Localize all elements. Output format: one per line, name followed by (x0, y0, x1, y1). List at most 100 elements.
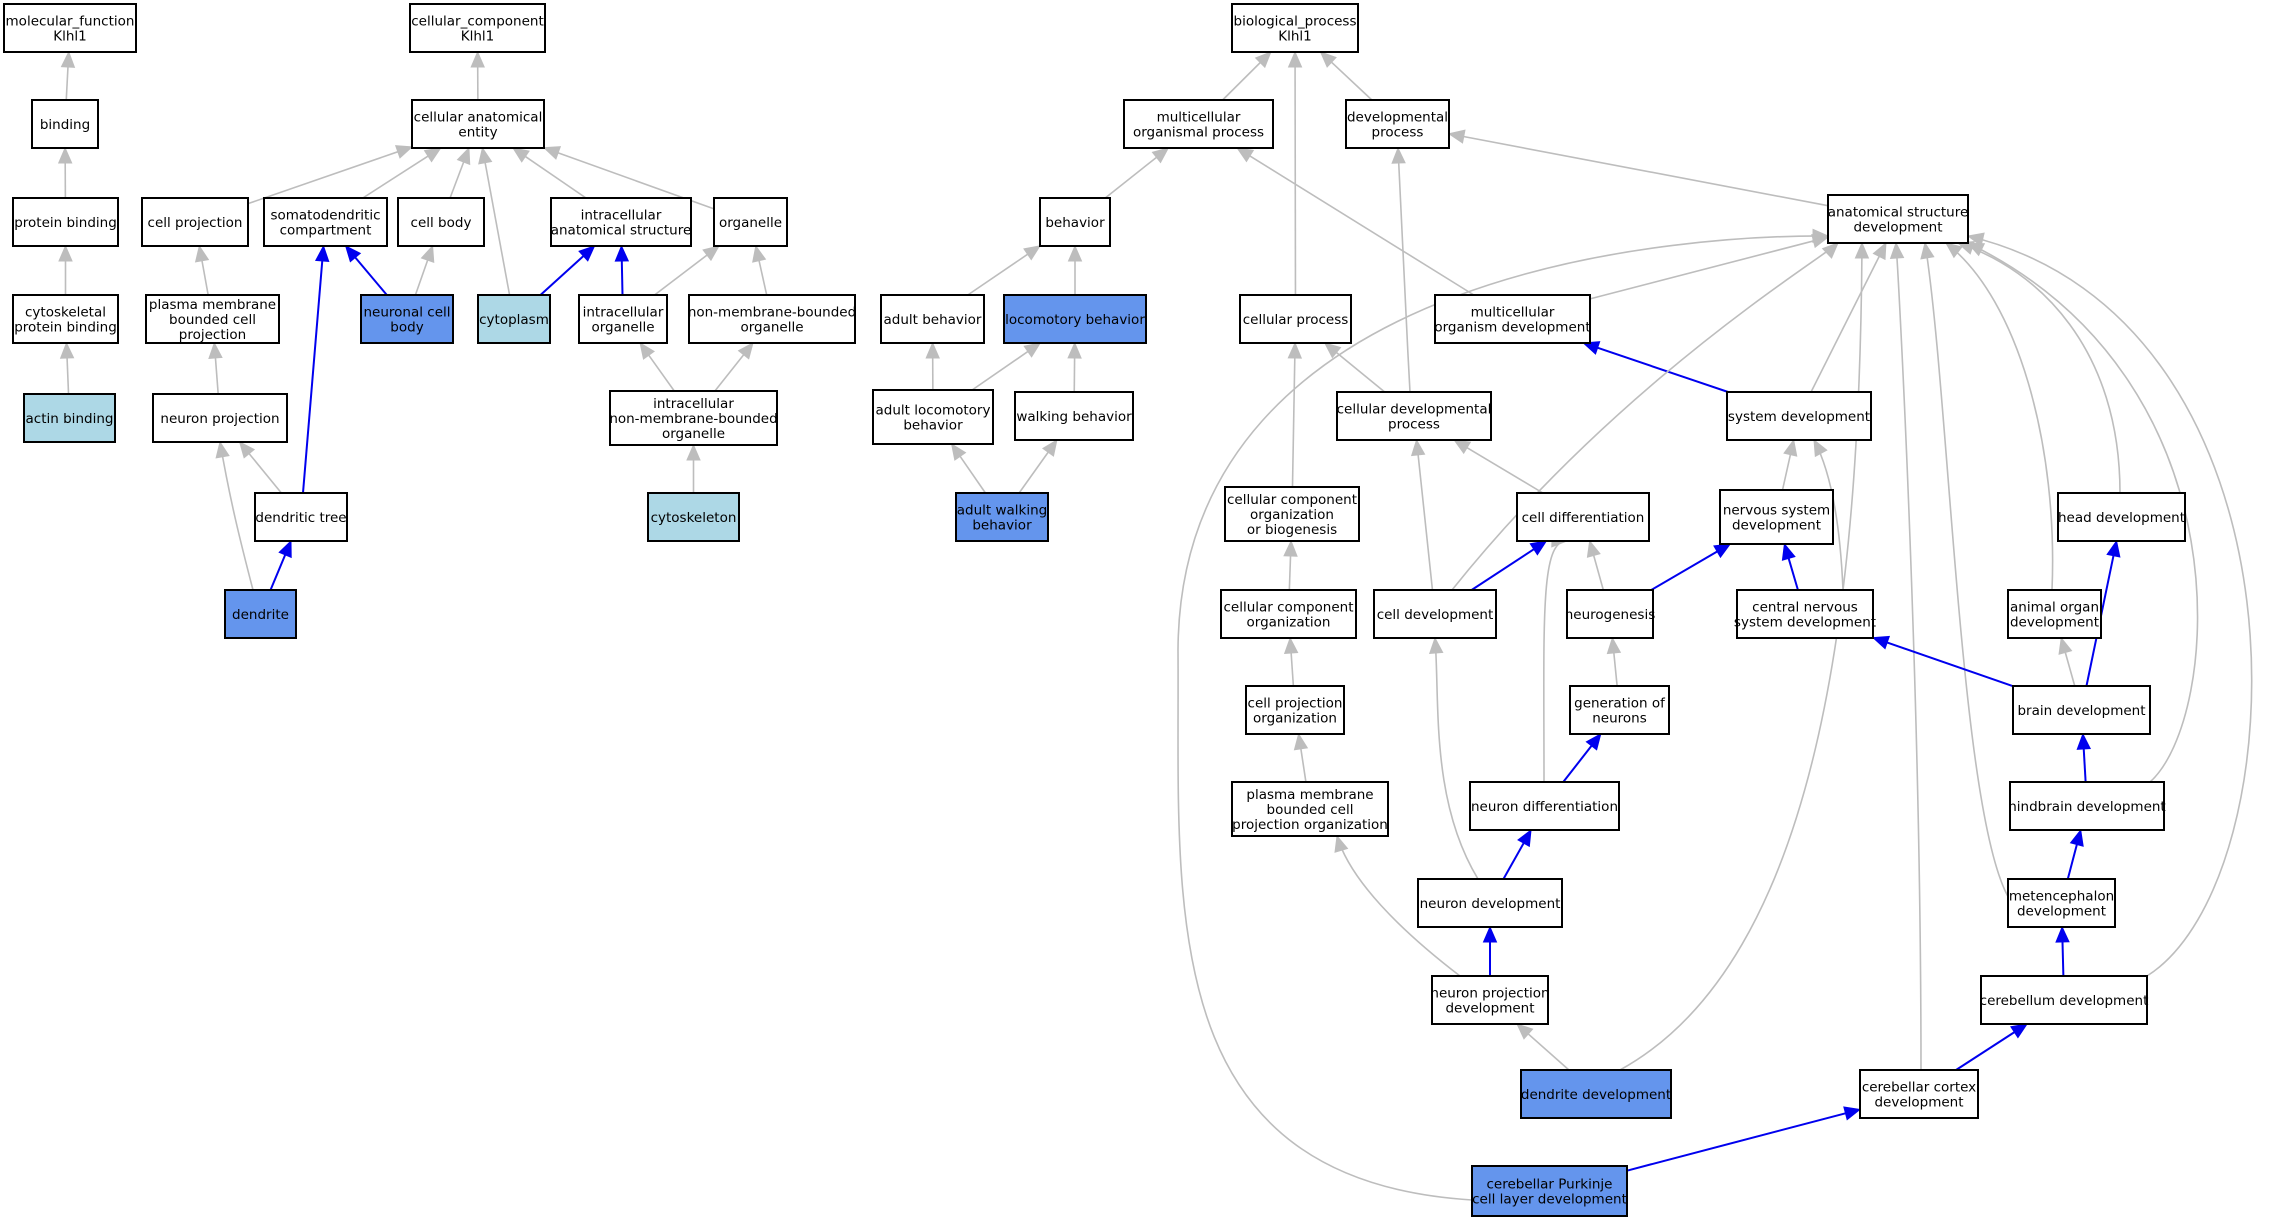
edge-arrowhead (394, 145, 414, 159)
edge-arrowhead (1067, 244, 1083, 262)
edge-arrowhead (1606, 636, 1622, 655)
node-label: process (1388, 417, 1440, 433)
edge-npd-to-neurdev (1482, 925, 1498, 976)
edge-line (1502, 841, 1526, 880)
edge-arrowhead (1966, 232, 1985, 247)
edge-neuronproj-to-pmbcp (208, 341, 223, 395)
node-label: organelle (719, 215, 782, 231)
node-label: cytoskeleton (651, 510, 737, 526)
node-label: molecular_function (6, 14, 135, 30)
node-box (1736, 589, 1874, 639)
node-box (1336, 391, 1492, 441)
go-term-node-cerebdev: cerebellum development (1980, 975, 2148, 1025)
node-label: organism development (1434, 320, 1590, 336)
node-box (1827, 194, 1969, 244)
edge-cellproj-to-cae (247, 145, 414, 205)
edge-arrowhead (1151, 147, 1170, 164)
go-term-node-behavior: behavior (1039, 197, 1111, 247)
node-box (550, 197, 692, 247)
edge-line (1288, 554, 1292, 591)
edge-neurdev-to-neurdiff (1502, 828, 1532, 880)
edge-line (654, 253, 709, 296)
node-label: cellular developmental (1337, 402, 1492, 418)
node-label: development (1732, 518, 1821, 534)
node-label: multicellular (1471, 305, 1555, 321)
edge-line (1955, 1030, 2016, 1071)
edge-line (1018, 450, 1050, 494)
node-box (1231, 3, 1359, 53)
edge-arrowhead (2058, 636, 2073, 655)
edge-line (1291, 356, 1296, 488)
edge-arrowhead (1843, 1106, 1862, 1121)
edge-arrowhead (1945, 242, 1963, 259)
go-term-node-walkbeh: walking behavior (1014, 391, 1134, 441)
edge-line (1787, 557, 1799, 591)
node-box (1434, 294, 1591, 344)
edge-line (1895, 242, 1922, 1071)
edge-mop-to-bp (1222, 51, 1272, 101)
edge-ias-to-cae (511, 147, 587, 199)
edge-arrowhead (1781, 542, 1796, 561)
edge-dendtree-to-somato (301, 244, 330, 494)
edge-arrowhead (1482, 925, 1498, 943)
edge-cpcld-to-ccd (1626, 1106, 1862, 1172)
edge-line (219, 441, 254, 591)
node-box (2007, 589, 2102, 639)
edge-cpcld-to-asd (1177, 228, 1830, 1201)
edge-line (1626, 1112, 1847, 1172)
edge-neurogen-to-nsd (1650, 543, 1732, 591)
node-box (360, 294, 454, 344)
go-term-node-actin: actin binding (23, 393, 116, 443)
node-label: cell projection (1248, 696, 1343, 712)
go-term-node-dendtree: dendritic tree (254, 492, 348, 542)
edge-arrowhead (1516, 1023, 1534, 1040)
node-label: organismal process (1133, 125, 1264, 141)
node-label: projection (179, 327, 246, 343)
edge-pmbcpo-to-cpo (1293, 732, 1309, 783)
node-box (1417, 878, 1563, 928)
edge-line (1957, 242, 2121, 494)
edge-arrowhead (470, 50, 485, 68)
edge-aod-to-asd (1945, 242, 2054, 591)
node-label: behavior (903, 418, 963, 434)
edge-line (1397, 147, 1411, 393)
edge-arrowhead (1293, 732, 1309, 751)
node-label: locomotory behavior (1005, 312, 1145, 328)
node-label: dendritic tree (255, 510, 346, 526)
node-box (23, 393, 116, 443)
node-box (1039, 197, 1111, 247)
edge-arrowhead (1319, 51, 1337, 68)
node-box (145, 294, 280, 344)
edge-walkbeh-to-locobeh (1067, 341, 1082, 393)
edge-behavior-to-mop (1104, 147, 1170, 199)
edge-line (1967, 242, 2199, 783)
node-label: nervous system (1723, 503, 1830, 519)
edge-arrowhead (542, 146, 562, 160)
edge-line (362, 154, 430, 199)
node-label: binding (40, 117, 90, 133)
edge-arrowhead (1023, 245, 1042, 261)
edge-arrowhead (60, 50, 76, 68)
edge-arrowhead (1713, 543, 1732, 559)
edge-arrowhead (925, 341, 940, 359)
edge-arrowhead (1410, 438, 1426, 457)
go-term-node-cellproc: cellular process (1239, 294, 1352, 344)
edge-hindbrain-to-braindev (2076, 732, 2092, 783)
edge-arrowhead (1920, 241, 1935, 260)
edge-arrowhead (420, 244, 435, 264)
node-box (1123, 99, 1274, 149)
edge-alb-to-locobeh (971, 342, 1042, 391)
edge-arrowhead (57, 146, 73, 164)
edge-line (1589, 239, 1815, 300)
edge-line (971, 350, 1030, 391)
edge-line (958, 455, 987, 494)
edge-arrowhead (1283, 539, 1298, 557)
node-label: intracellular (583, 305, 664, 321)
go-term-node-neurdiff: neuron differentiation (1469, 781, 1620, 831)
edge-mod-to-asd (1589, 234, 1830, 300)
